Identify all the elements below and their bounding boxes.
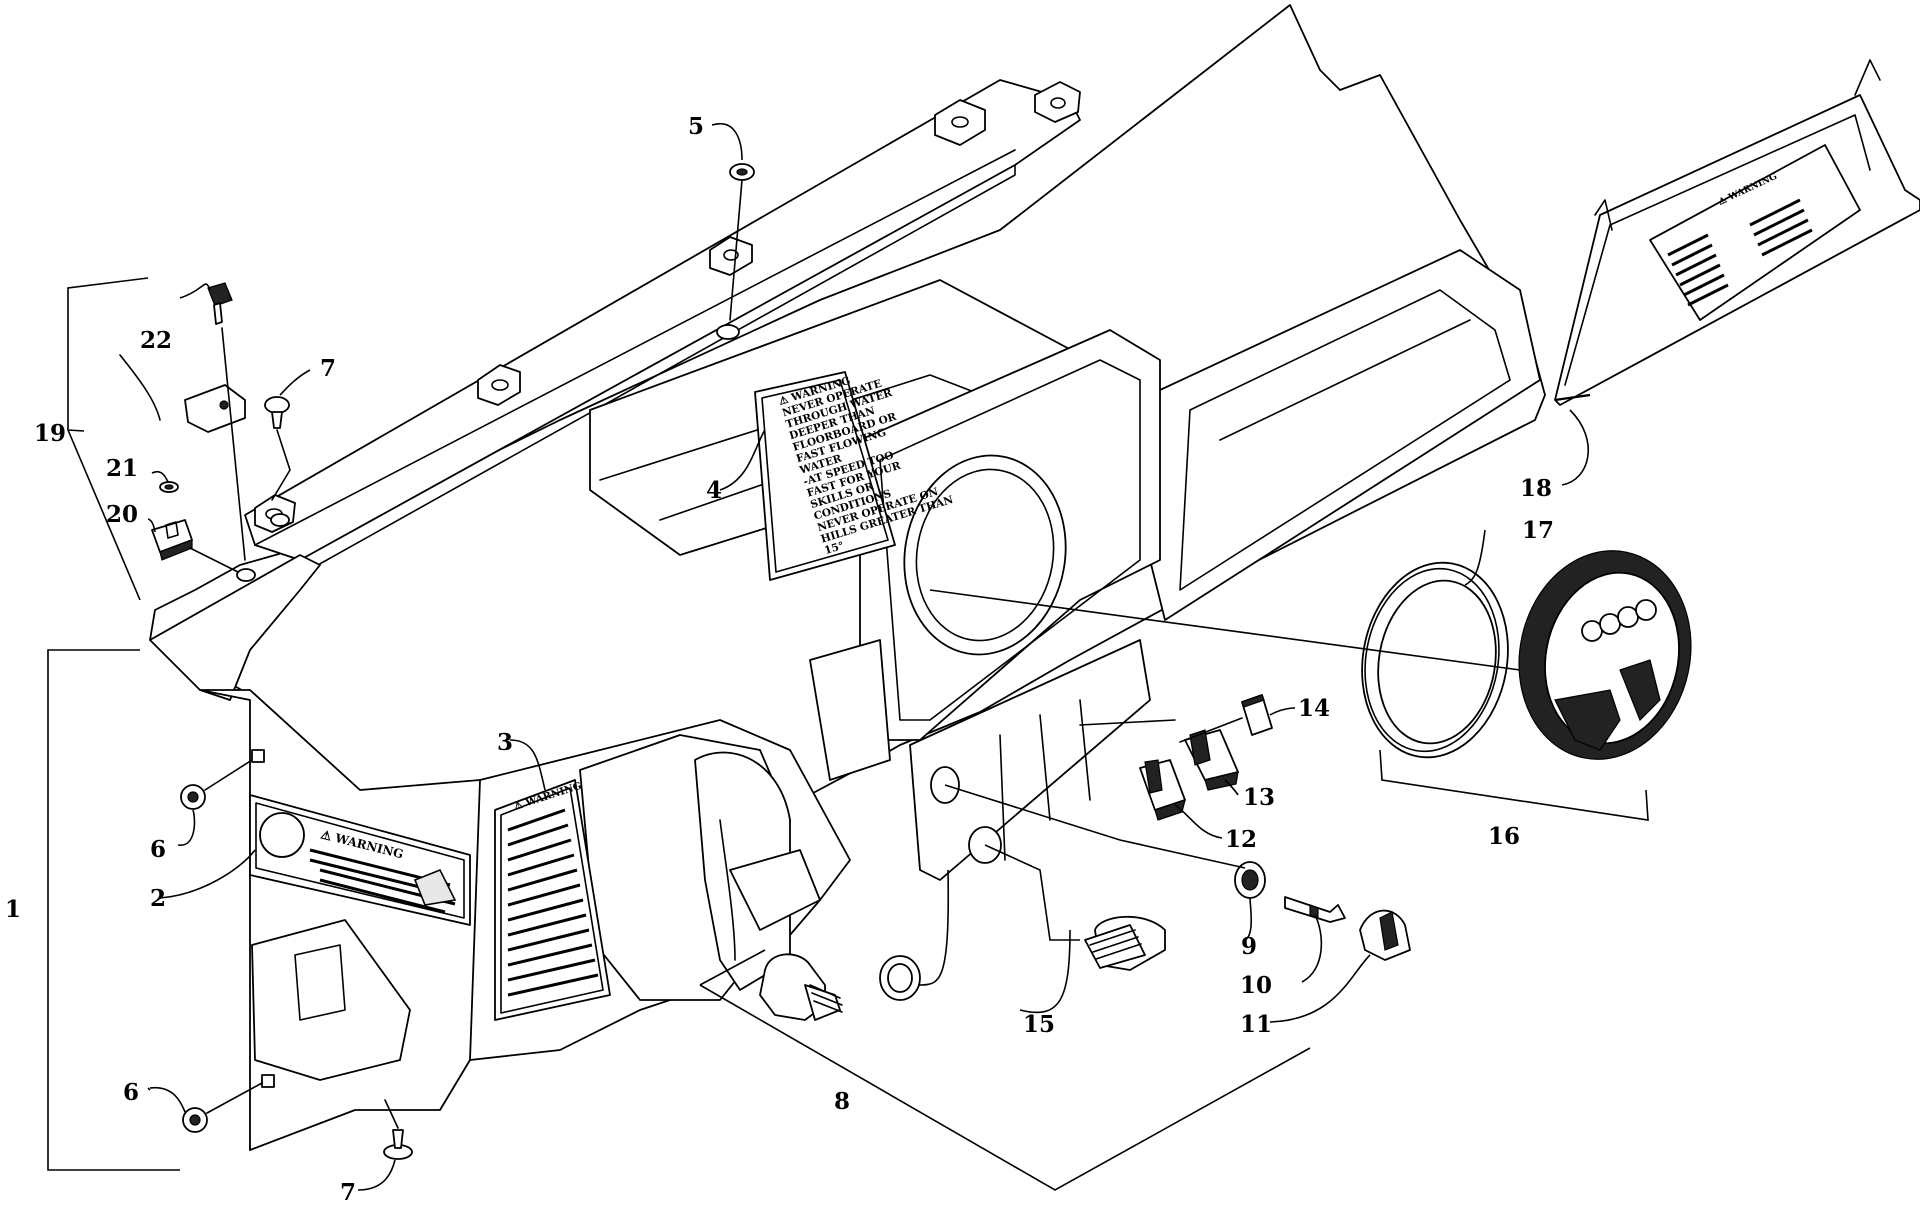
power-socket-15 bbox=[1084, 915, 1166, 971]
label-21: 21 bbox=[106, 455, 138, 482]
label-16: 16 bbox=[1488, 823, 1520, 850]
label-19: 19 bbox=[34, 420, 66, 447]
ignition-key-10 bbox=[1284, 896, 1346, 923]
push-rivet-5 bbox=[729, 163, 755, 321]
outlet-leader bbox=[984, 844, 1080, 941]
label-14: 14 bbox=[1298, 695, 1330, 722]
label-22: 22 bbox=[140, 327, 172, 354]
ignition-leader bbox=[944, 784, 1246, 869]
label-6b: 6 bbox=[123, 1079, 139, 1106]
panel-warning-decal: ⚠ WARNING bbox=[494, 779, 611, 1021]
label-4: 4 bbox=[706, 477, 722, 504]
outlet-leader-2 bbox=[917, 869, 950, 986]
sun-visor-18: ⚠ WARNING bbox=[1554, 59, 1920, 406]
side-warning-decal: ⚠ WARNING bbox=[249, 794, 471, 926]
label-11: 11 bbox=[1240, 1011, 1272, 1038]
rocker-switch-13 bbox=[1184, 729, 1239, 791]
screw-6-upper bbox=[180, 759, 253, 810]
switch-blank-14 bbox=[1079, 694, 1273, 743]
outlet-nut-15 bbox=[879, 955, 921, 1001]
label-20: 20 bbox=[106, 501, 138, 528]
push-rivet-7-upper bbox=[264, 396, 291, 501]
bracket-8 bbox=[699, 949, 1311, 1191]
label-2: 2 bbox=[150, 885, 166, 912]
gauge-leader bbox=[929, 589, 1521, 671]
power-outlet-8 bbox=[759, 953, 843, 1021]
label-1: 1 bbox=[5, 896, 21, 923]
ignition-knob-11 bbox=[1359, 909, 1411, 961]
label-17: 17 bbox=[1522, 517, 1554, 544]
bracket-1 bbox=[47, 649, 180, 1171]
key-switch-group bbox=[119, 282, 246, 573]
label-6a: 6 bbox=[150, 836, 166, 863]
rocker-switch-12 bbox=[1139, 759, 1186, 821]
label-7a: 7 bbox=[320, 355, 336, 382]
gauge-bezel-17 bbox=[1361, 561, 1509, 759]
hood-warning-line-14: 15° bbox=[823, 540, 846, 557]
speedometer-16 bbox=[1518, 550, 1692, 760]
label-9: 9 bbox=[1241, 933, 1257, 960]
hood-warning-decal: ⚠ WARNING NEVER OPERATE THROUGH WATER DE… bbox=[754, 371, 955, 581]
part-labels: 1 2 3 4 5 6 6 7 7 8 9 10 11 12 13 14 15 … bbox=[5, 113, 1554, 1206]
label-3: 3 bbox=[497, 729, 513, 756]
bracket-19 bbox=[67, 277, 149, 601]
label-7b: 7 bbox=[340, 1179, 356, 1206]
label-18: 18 bbox=[1520, 475, 1552, 502]
label-8: 8 bbox=[834, 1088, 850, 1115]
label-10: 10 bbox=[1240, 972, 1272, 999]
screw-6-lower bbox=[182, 1082, 263, 1133]
bracket-16 bbox=[1379, 749, 1649, 821]
label-5: 5 bbox=[688, 113, 704, 140]
callout-leaders bbox=[147, 122, 1589, 1191]
label-12: 12 bbox=[1225, 826, 1257, 853]
label-13: 13 bbox=[1243, 784, 1275, 811]
label-15: 15 bbox=[1023, 1011, 1055, 1038]
dash-panel-assembly bbox=[149, 4, 1546, 1151]
push-rivet-7-lower bbox=[383, 1099, 413, 1160]
